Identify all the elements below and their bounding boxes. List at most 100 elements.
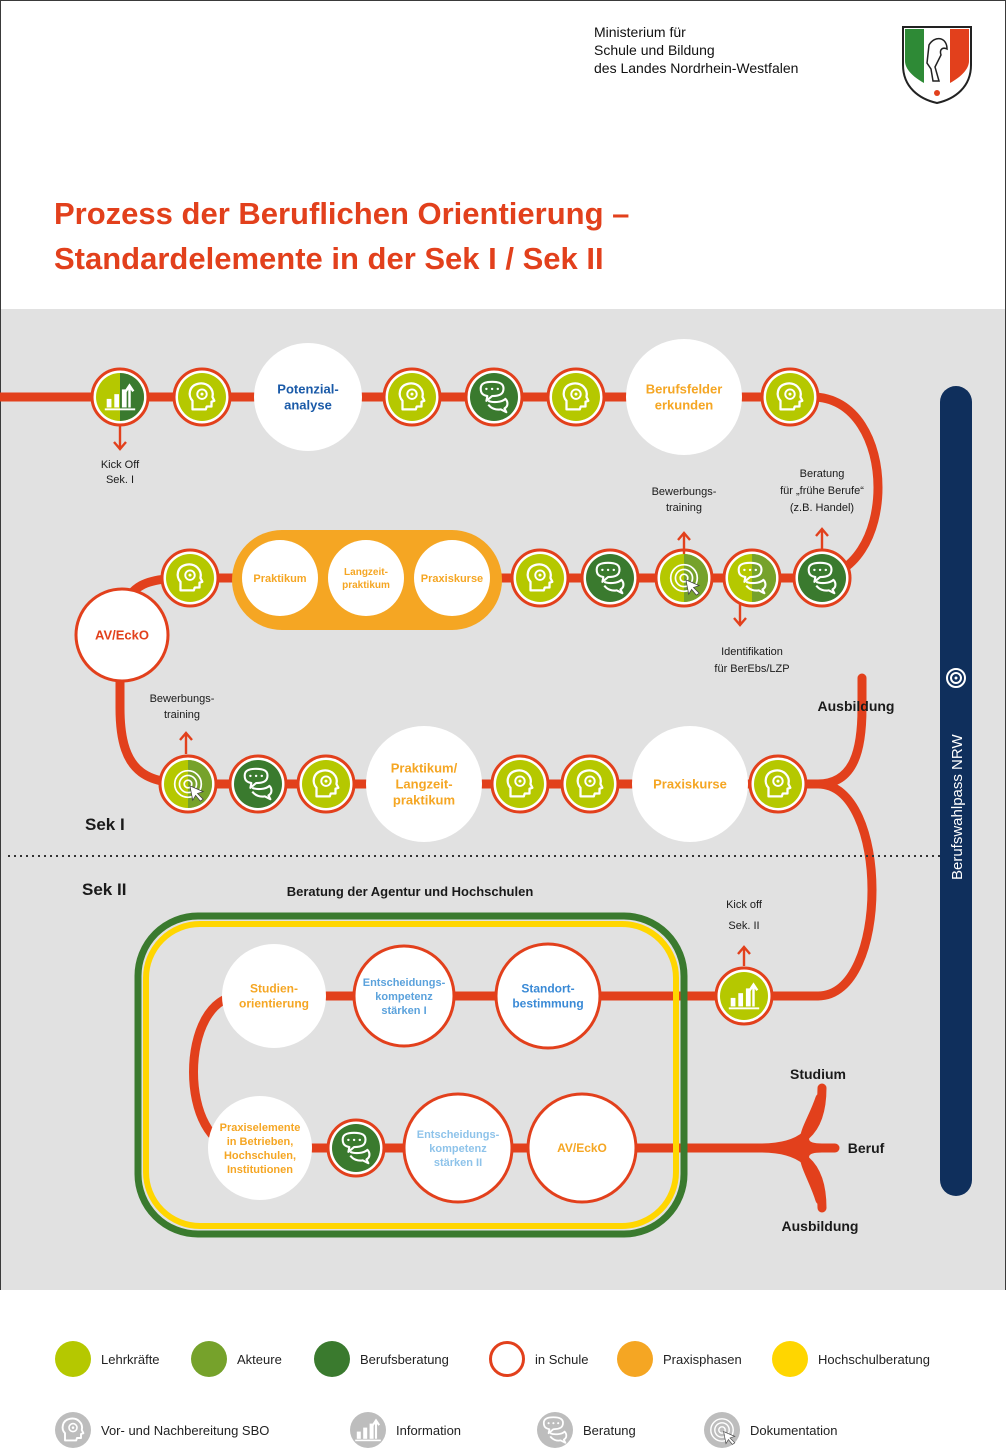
node-praxiskurse2: Praxiskurse [632,726,748,842]
node-label: orientierung [239,997,309,1011]
node-praktikum2: Praktikum/Langzeit-praktikum [366,726,482,842]
node-studienorientierung: Studien-orientierung [222,944,326,1048]
arrow-beratung-frueh [815,527,829,550]
head-gear-icon [382,367,442,427]
legend-swatch [314,1341,350,1377]
node-avecko1: AV/EckO [74,587,170,683]
arrow-identifikation [733,602,747,627]
label-beruf: Beruf [848,1140,885,1156]
legend-label: Praxisphasen [663,1351,742,1367]
speech-bubbles-icon [326,1118,386,1178]
legend-hochschulberatung: Hochschulberatung [772,1341,930,1377]
agentur-frame-outer [134,912,688,1238]
node-label: Hochschulen, [224,1150,296,1162]
title-line: Standardelemente in der Sek I / Sek II [54,241,604,276]
node-label: Langzeit- [344,567,388,578]
legend-label: Beratung [583,1422,636,1438]
node-standort: Standort-bestimmung [494,942,602,1050]
title-line: Prozess der Beruflichen Orientierung – [54,196,630,231]
speech-bubbles-icon [464,367,524,427]
legend-akteure: Akteure [191,1341,282,1377]
node-label: Praxiselemente [220,1122,301,1134]
node-label: stärken I [381,1005,426,1017]
chart-arrow-icon [714,966,774,1026]
legend-swatch [772,1341,808,1377]
node-label: Entscheidungs- [417,1129,500,1141]
legend: Lehrkräfte Akteure Berufsberatung in Sch… [0,1290,1006,1453]
node-label: praktikum [393,793,455,808]
node-label: AV/EckO [95,628,149,643]
arrow-bewerbung1 [677,531,691,554]
legend-label: Lehrkräfte [101,1351,160,1367]
label-bewerbung1-l2: training [666,502,702,514]
head-gear-icon [546,367,606,427]
page-title: Prozess der Beruflichen Orientierung – S… [54,191,629,281]
node-entscheidung1: Entscheidungs-kompetenz stärken I [352,944,456,1048]
legend-label: Akteure [237,1351,282,1367]
chart-arrow-icon [350,1412,386,1448]
chart-arrow-icon [90,367,150,427]
legend-lehrkraefte: Lehrkräfte [55,1341,160,1377]
legend-label: Dokumentation [750,1422,838,1438]
label-identifikation-l1: Identifikation [721,646,783,658]
node-label: analyse [284,398,332,413]
label-ausbildung2: Ausbildung [782,1218,859,1234]
label-kickoff2-l1: Kick off [726,899,763,911]
target-cursor-icon [704,1412,740,1448]
legend-dokumentation: Dokumentation [704,1412,837,1448]
head-gear-icon [55,1412,91,1448]
node-label: Berufsfelder [646,382,723,397]
head-gear-icon [760,367,820,427]
legend-label: Berufsberatung [360,1351,449,1367]
diagram-labels: Kick Off Sek. I Bewerbungs- training Ber… [82,459,895,1234]
node-label: Praxiskurse [653,777,727,792]
label-identifikation-l2: für BerEbs/LZP [714,663,789,675]
label-kickoff1-l2: Sek. I [106,474,134,486]
label-bewerbung2-l1: Bewerbungs- [150,693,215,705]
node-praktikum: Praktikum [242,540,318,616]
speech-bubbles-icon [722,548,782,608]
node-entscheidung2: Entscheidungs-kompetenz stärken II [402,1092,514,1204]
speech-bubbles-icon [537,1412,573,1448]
node-label: Entscheidungs- [363,977,446,989]
target-cursor-icon [158,754,218,814]
node-label: praktikum [342,580,390,591]
node-avecko2: AV/EckO [526,1092,638,1204]
speech-bubbles-icon [792,548,852,608]
label-sek2: Sek II [82,880,126,899]
node-label: stärken II [434,1157,482,1169]
node-label: erkunden [655,398,714,413]
node-label: kompetenz [375,991,433,1003]
head-gear-icon [748,754,808,814]
node-label: Studien- [250,982,298,996]
label-beratung-frueh-l1: Beratung [800,468,845,480]
ministry-line: Ministerium für [594,24,686,40]
legend-in-schule: in Schule [489,1341,588,1377]
label-beratung-agentur: Beratung der Agentur und Hochschulen [287,884,534,899]
head-gear-icon [510,548,570,608]
agentur-frame-inner [143,921,679,1229]
head-gear-icon [490,754,550,814]
label-kickoff2-l2: Sek. II [728,920,759,932]
ministry-line: Schule und Bildung [594,42,715,58]
legend-label: Hochschulberatung [818,1351,931,1367]
legend-sbo: Vor- und Nachbereitung SBO [55,1412,269,1448]
legend-label: Information [396,1422,462,1438]
label-studium: Studium [790,1066,846,1082]
label-kickoff1-l1: Kick Off [101,459,140,471]
speech-bubbles-icon [228,754,288,814]
legend-beratung: Beratung [537,1412,636,1448]
end-fork [755,1083,840,1213]
ministry-name: Ministerium für Schule und Bildung des L… [594,23,798,77]
berufswahlpass-label: Berufswahlpass NRW [949,734,966,880]
node-label: in Betrieben, [227,1136,294,1148]
nrw-crest-logo [902,26,972,105]
node-label: bestimmung [512,997,583,1011]
node-label: kompetenz [429,1143,487,1155]
label-bewerbung2-l2: training [164,709,200,721]
label-sek1: Sek I [85,815,125,834]
legend-praxisphasen: Praxisphasen [617,1341,742,1377]
node-label: Standort- [521,982,574,996]
